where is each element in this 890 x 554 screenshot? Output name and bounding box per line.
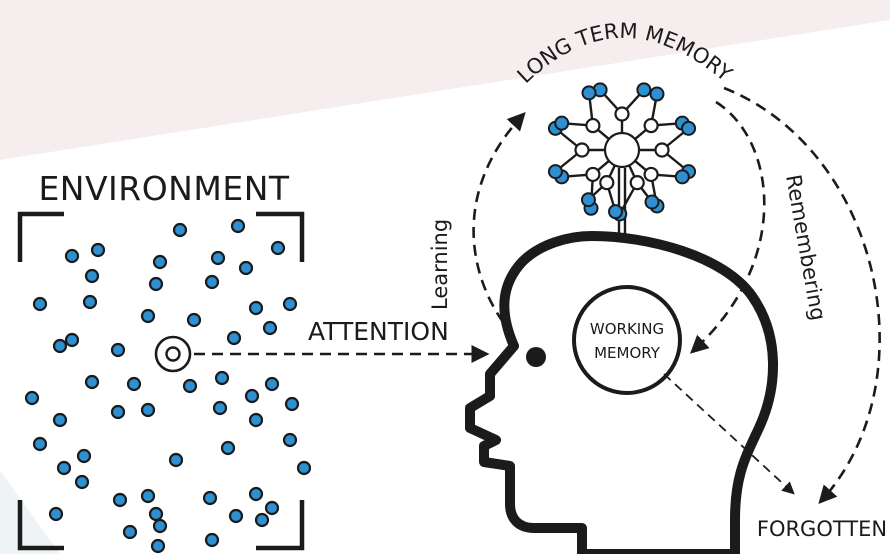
stimulus-dot bbox=[140, 488, 156, 504]
stimulus-dot bbox=[110, 342, 126, 358]
stimulus-dot bbox=[264, 376, 280, 392]
stimulus-dot bbox=[212, 400, 228, 416]
stimulus-dot bbox=[270, 240, 286, 256]
remembering-label: Remembering bbox=[781, 173, 830, 323]
stimulus-dot bbox=[24, 390, 40, 406]
stimulus-dot bbox=[90, 242, 106, 258]
stimulus-dot bbox=[186, 312, 202, 328]
stimulus-dot bbox=[284, 396, 300, 412]
stimulus-dot bbox=[172, 222, 188, 238]
stimulus-dot bbox=[168, 452, 184, 468]
environment-label: ENVIRONMENT bbox=[38, 169, 289, 208]
stimulus-dot bbox=[52, 338, 68, 354]
working-memory-label-line2: MEMORY bbox=[594, 344, 661, 362]
stimulus-dot bbox=[214, 370, 230, 386]
stimulus-dot bbox=[76, 448, 92, 464]
stimulus-dot bbox=[148, 506, 164, 522]
stimulus-dot bbox=[32, 436, 48, 452]
stimulus-dot bbox=[110, 404, 126, 420]
stimulus-dot bbox=[238, 260, 254, 276]
stimulus-dot bbox=[282, 296, 298, 312]
stimulus-dot bbox=[84, 374, 100, 390]
attention-target-icon bbox=[154, 335, 192, 373]
stimulus-dot bbox=[220, 440, 236, 456]
remembering-arrow bbox=[689, 100, 766, 354]
stimulus-dot bbox=[48, 506, 64, 522]
stimulus-dot bbox=[126, 376, 142, 392]
stimulus-dot bbox=[282, 432, 298, 448]
long-term-memory-neuron-icon bbox=[547, 82, 697, 236]
stimulus-dot bbox=[152, 518, 168, 534]
stimulus-dot bbox=[244, 388, 260, 404]
stimulus-dot bbox=[140, 308, 156, 324]
stimulus-dot bbox=[112, 492, 128, 508]
working-memory bbox=[572, 285, 682, 395]
stimulus-dot bbox=[56, 460, 72, 476]
stimulus-dot bbox=[254, 512, 270, 528]
background-tint bbox=[0, 0, 890, 160]
eye-icon bbox=[526, 347, 546, 367]
stimulus-dot bbox=[248, 486, 264, 502]
stimulus-dot bbox=[148, 276, 164, 292]
stimulus-dot bbox=[52, 412, 68, 428]
stimulus-dot bbox=[230, 218, 246, 234]
stimulus-dot bbox=[122, 524, 138, 540]
attention-label: ATTENTION bbox=[308, 317, 449, 346]
stimulus-dot bbox=[264, 500, 280, 516]
stimulus-dot bbox=[228, 508, 244, 524]
environment-frame bbox=[17, 211, 305, 551]
learning-label: Learning bbox=[428, 219, 452, 310]
stimulus-dot bbox=[84, 268, 100, 284]
stimulus-dot bbox=[248, 412, 264, 428]
stimulus-dot bbox=[204, 532, 220, 548]
head-silhouette bbox=[465, 231, 779, 554]
forgotten-label: FORGOTTEN bbox=[757, 517, 887, 541]
stimulus-dot bbox=[32, 296, 48, 312]
background-tint-lower bbox=[0, 470, 60, 554]
stimulus-dot bbox=[248, 300, 264, 316]
ltm-forgetting-arrow bbox=[723, 86, 881, 505]
stimulus-dot bbox=[150, 538, 166, 554]
environment-stimuli bbox=[24, 218, 312, 554]
stimulus-dot bbox=[296, 460, 312, 476]
stimulus-dot bbox=[64, 332, 80, 348]
stimulus-dot bbox=[204, 274, 220, 290]
stimulus-dot bbox=[82, 294, 98, 310]
stimulus-dot bbox=[202, 490, 218, 506]
working-memory-label-line1: WORKING bbox=[590, 320, 664, 338]
stimulus-dot bbox=[182, 378, 198, 394]
learning-arrow bbox=[472, 111, 526, 337]
stimulus-dot bbox=[262, 320, 278, 336]
stimulus-dot bbox=[210, 250, 226, 266]
stimulus-dot bbox=[74, 474, 90, 490]
stimulus-dot bbox=[152, 254, 168, 270]
stimulus-dot bbox=[226, 330, 242, 346]
stimulus-dot bbox=[64, 248, 80, 264]
stimulus-dot bbox=[140, 402, 156, 418]
